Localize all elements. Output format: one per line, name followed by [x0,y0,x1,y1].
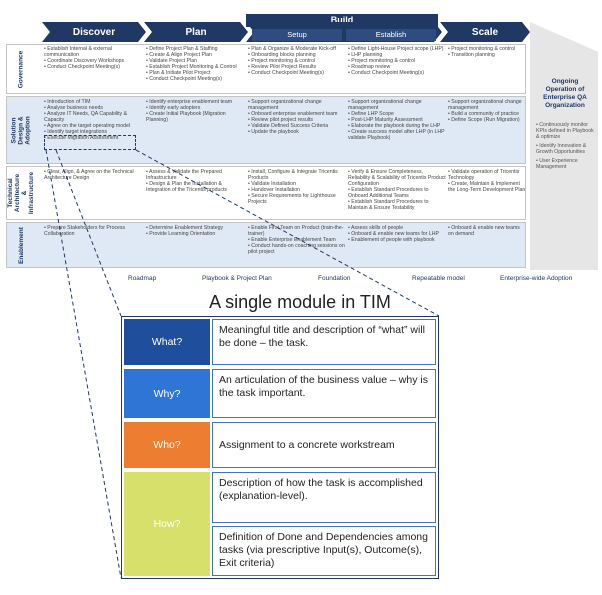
highlight-box [44,135,136,150]
phase-establish: Establish [346,29,436,41]
ongoing-list: Continuously monitor KPIs defined in Pla… [536,122,596,173]
how-label: How? [124,472,210,576]
phase-scale: Scale [440,22,530,42]
cell-enab-plan: Determine Enablement StrategyProvide Lea… [146,225,244,237]
cell-sol-establish: Support organizational change management… [348,99,446,141]
module-title: A single module in TIM [209,292,391,312]
phase-plan: Plan [144,22,248,42]
cell-tech-establish: Verify & Ensure Completeness, Reliabilit… [348,169,446,211]
milestone-playbook: Playbook & Project Plan [202,275,272,282]
cell-gov-discover: Establish Internal & external communicat… [44,46,144,70]
cell-gov-plan: Define Project Plan & StaffingCreate & A… [146,46,244,82]
cell-sol-discover: Introduction of TIMAnalyse business need… [44,99,144,141]
cell-enab-scale: Onboard & enable new teams on demand [448,225,526,237]
why-label: Why? [124,369,210,418]
cell-sol-setup: Support organizational change management… [248,99,346,135]
ongoing-item: Continuously monitor KPIs defined in Pla… [536,122,596,140]
connector-left [45,149,122,579]
cell-sol-plan: Identify enterprise enablement teamIdent… [146,99,244,123]
cell-gov-setup: Plan & Organize & Moderate Kick-offOnboa… [248,46,346,76]
cell-tech-scale: Validate operation of Tricentis Technolo… [448,169,526,193]
what-label: What? [124,319,210,365]
who-label: Who? [124,422,210,468]
phase-discover: Discover [42,22,146,42]
milestone-roadmap: Roadmap [128,275,157,282]
how-text-definition: Definition of Done and Dependencies amon… [212,525,436,576]
phase-setup: Setup [252,29,342,41]
ongoing-item: User Experience Management [536,158,596,170]
cell-sol-scale: Support organizational change management… [448,99,526,123]
milestone-enterprise: Enterprise-wide Adoption [500,275,573,282]
who-text: Assignment to a concrete workstream [212,422,436,468]
cell-enab-discover: Prepare Stakeholders for Process Collabo… [44,225,144,237]
ongoing-item: Identify Innovation & Growth Opportuniti… [536,143,596,155]
connector-inner [55,149,122,317]
module-frame [121,316,439,579]
connector-right [135,149,440,317]
milestone-repeatable: Repeatable model [412,275,465,282]
cell-tech-plan: Assess & Validate the Prepared Infrastru… [146,169,244,193]
module-row-who: Who? Assignment to a concrete workstream [124,422,436,468]
why-text: An articulation of the business value – … [212,369,436,418]
module-row-what: What? Meaningful title and description o… [124,319,436,365]
module-row-why: Why? An articulation of the business val… [124,369,436,418]
ongoing-title: Ongoing Operation of Enterprise QA Organ… [543,78,587,109]
how-text-description: Description of how the task is accomplis… [212,472,436,523]
cell-enab-establish: Assess skills of peopleOnboard & enable … [348,225,446,243]
cell-gov-establish: Define Light-House Project scope (LHP)LH… [348,46,446,76]
milestone-foundation: Foundation [318,275,351,282]
cell-enab-setup: Enable First Team on Product (train-the-… [248,225,346,255]
cell-tech-setup: Install, Configure & Integrate Tricentis… [248,169,346,205]
what-text: Meaningful title and description of “wha… [212,319,436,365]
module-row-how: How? Description of how the task is acco… [124,472,436,576]
cell-gov-scale: Project monitoring & controlTransition p… [448,46,526,58]
